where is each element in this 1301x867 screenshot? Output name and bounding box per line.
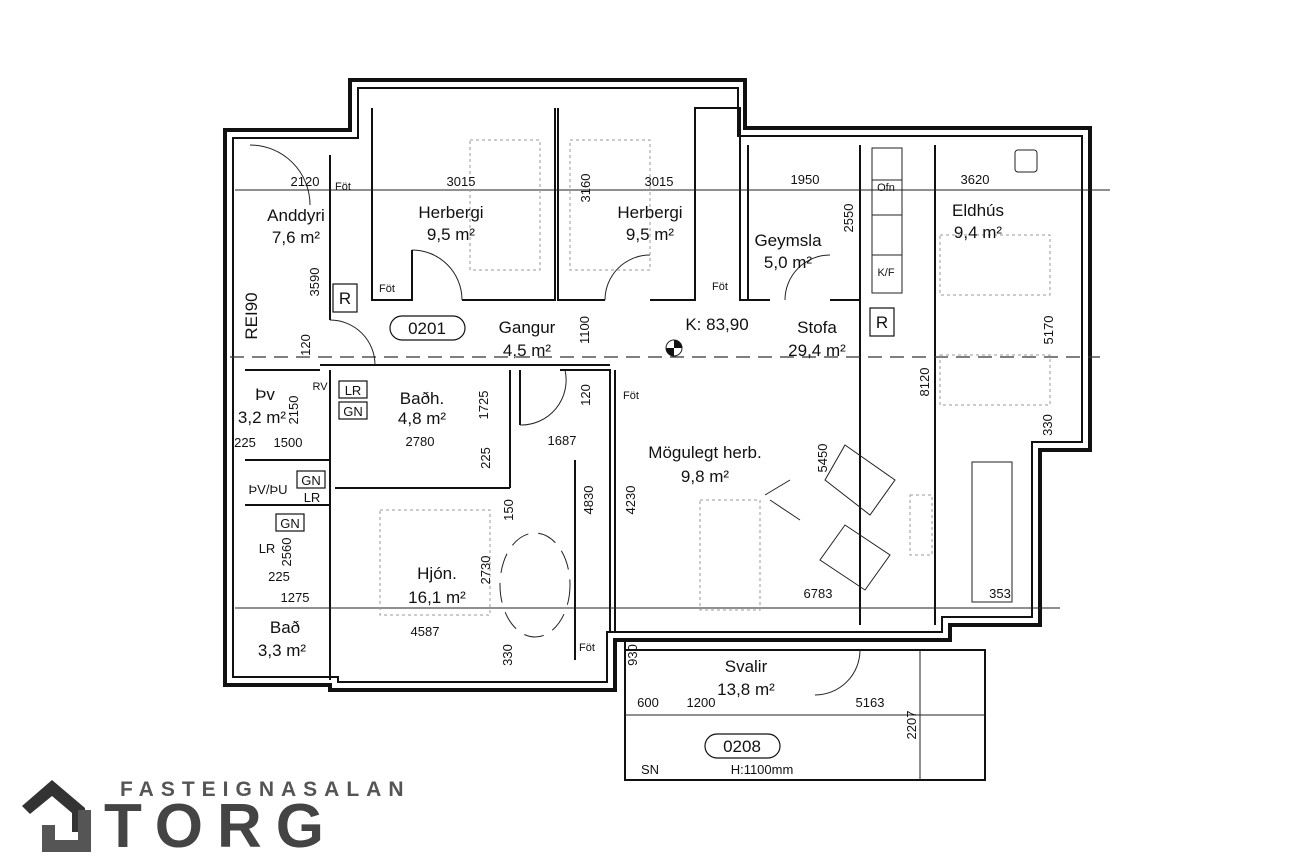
room-area: 9,5 m² (626, 225, 675, 244)
plan-label: 2550 (841, 204, 856, 233)
plan-label: LR (345, 383, 362, 398)
plan-label: 2207 (904, 711, 919, 740)
plan-label: 225 (234, 435, 256, 450)
plan-label: 1725 (476, 391, 491, 420)
plan-label: 1950 (791, 172, 820, 187)
plan-label: 1200 (687, 695, 716, 710)
room-name: Mögulegt herb. (648, 443, 761, 462)
unit-id: 0201 (408, 319, 446, 338)
plan-label: 1500 (274, 435, 303, 450)
plan-label: 150 (501, 499, 516, 521)
logo-tagline: FASTEIGNASALAN (120, 778, 411, 801)
furniture (379, 139, 1051, 616)
plan-label: 5163 (856, 695, 885, 710)
room-name: Gangur (499, 318, 556, 337)
plan-label: 3015 (645, 174, 674, 189)
plan-label: 4830 (581, 486, 596, 515)
plan-label: 4587 (411, 624, 440, 639)
room-area: 29,4 m² (788, 341, 846, 360)
balcony-note: SN (641, 762, 659, 777)
plan-label: 600 (637, 695, 659, 710)
level-marker-icon (665, 339, 683, 357)
plan-label: LR (304, 490, 321, 505)
plan-label: 3590 (307, 268, 322, 297)
plan-label: Föt (335, 181, 351, 193)
plan-label: R (339, 289, 351, 308)
room-area: 13,8 m² (717, 680, 775, 699)
plan-label: 353 (989, 586, 1011, 601)
plan-label: 330 (500, 644, 515, 666)
plan-label: 5170 (1041, 316, 1056, 345)
plan-label: 2120 (291, 174, 320, 189)
room-name: Anddyri (267, 206, 325, 225)
plan-label: 1100 (577, 316, 592, 344)
plan-label: 3620 (961, 172, 990, 187)
door-swings (249, 144, 861, 696)
balcony-id-badge (704, 733, 781, 759)
plan-label: LR (259, 541, 276, 556)
room-area: 5,0 m² (764, 253, 813, 272)
room-area: 9,8 m² (681, 467, 730, 486)
unit-id-badge (389, 315, 466, 341)
plan-label: Föt (712, 281, 728, 293)
plan-label: 120 (298, 334, 313, 356)
fixture-labels: Föt Föt Föt Föt Föt R R Ofn K/F RV LR GN… (242, 181, 895, 654)
plan-label: 3015 (447, 174, 476, 189)
room-area: 7,6 m² (272, 228, 321, 247)
room-area: 3,2 m² (238, 408, 287, 427)
plan-label: RV (312, 381, 328, 393)
plan-label: 6783 (804, 586, 833, 601)
room-name: Herbergi (617, 203, 682, 222)
room-name: Hjón. (417, 564, 457, 583)
plan-label: Ofn (877, 182, 895, 194)
plan-label: 8120 (917, 368, 932, 397)
room-area: 16,1 m² (408, 588, 466, 607)
plan-label: R (876, 313, 888, 332)
plan-label: 2560 (279, 538, 294, 567)
plan-label: 2150 (286, 396, 301, 425)
plan-label: 2780 (406, 434, 435, 449)
plan-label: 1275 (281, 590, 310, 605)
plan-label: Föt (579, 642, 595, 654)
room-labels: Anddyri 7,6 m² Herbergi 9,5 m² Herbergi 9,5… (238, 201, 1004, 777)
balcony-id: 0208 (723, 737, 761, 756)
level-label: K: 83,90 (685, 315, 748, 334)
room-name: Stofa (797, 318, 837, 337)
plan-label: 4230 (623, 486, 638, 515)
room-area: 4,5 m² (503, 341, 552, 360)
room-name: Herbergi (418, 203, 483, 222)
room-name: Bað (270, 618, 300, 637)
room-name: Baðh. (400, 389, 444, 408)
room-area: 9,5 m² (427, 225, 476, 244)
walls (223, 78, 1110, 781)
plan-label: 225 (268, 569, 290, 584)
room-name: Þv (255, 385, 275, 404)
plan-label: 2730 (478, 556, 493, 585)
torg-house-logo-icon (22, 780, 91, 852)
plan-label: 120 (578, 384, 593, 406)
plan-label: GN (280, 516, 300, 531)
plan-label: K/F (877, 267, 894, 279)
plan-label: 5450 (815, 444, 830, 473)
plan-label: GN (301, 473, 321, 488)
dimension-labels: 2120 3015 3015 1950 3620 3160 2550 3590 … (234, 172, 1056, 739)
room-area: 3,3 m² (258, 641, 307, 660)
plan-label: REI90 (242, 292, 261, 339)
plan-label: Föt (623, 390, 639, 402)
room-name: Geymsla (754, 231, 822, 250)
balcony-height: H:1100mm (731, 762, 794, 777)
plan-label: 930 (625, 644, 640, 666)
room-area: 4,8 m² (398, 409, 447, 428)
logo-name: TORG (104, 792, 338, 861)
room-name: Eldhús (952, 201, 1004, 220)
plan-label: GN (343, 404, 363, 419)
plan-label: 3160 (578, 174, 593, 203)
room-area: 9,4 m² (954, 223, 1003, 242)
plan-label: 225 (478, 447, 493, 469)
plan-label: 1687 (548, 433, 577, 448)
plan-label: ÞV/ÞU (248, 482, 287, 497)
plan-label: Föt (379, 283, 395, 295)
plan-label: 330 (1040, 414, 1055, 436)
room-name: Svalir (725, 657, 768, 676)
